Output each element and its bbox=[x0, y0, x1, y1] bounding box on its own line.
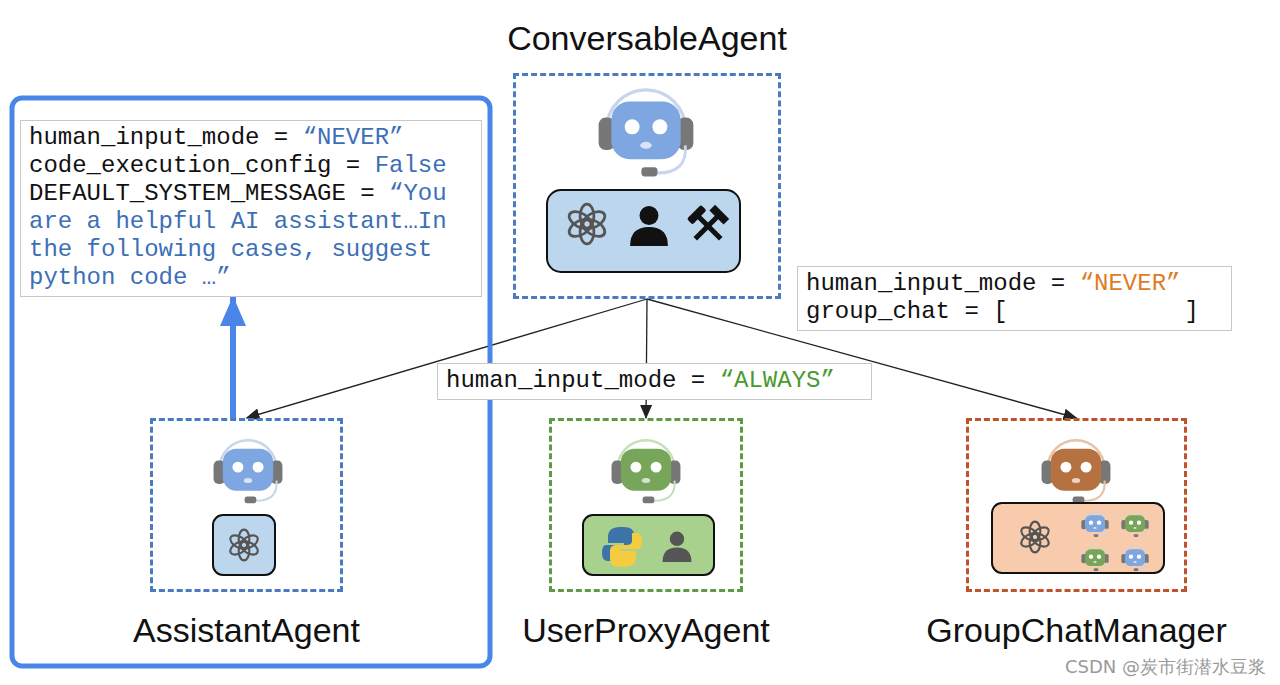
robot-icon bbox=[599, 90, 694, 177]
capability-panel bbox=[583, 515, 714, 575]
code-text: ] bbox=[1184, 298, 1198, 325]
watermark: CSDN @炭市街潜水豆浆 bbox=[1065, 655, 1266, 679]
python-icon bbox=[602, 527, 642, 567]
config-box: human_input_mode = “NEVER”code_execution_… bbox=[20, 120, 482, 297]
code-line: group_chat = [] bbox=[806, 298, 1223, 326]
code-line: code_execution_config = False bbox=[29, 152, 473, 180]
openai-icon bbox=[228, 530, 260, 561]
code-line: DEFAULT_SYSTEM_MESSAGE =“You are a helpf… bbox=[29, 180, 473, 292]
icon-gap bbox=[1022, 298, 1170, 318]
tools-icon bbox=[687, 205, 729, 246]
agent-box: AssistantAgent bbox=[150, 418, 343, 592]
highlight-frame bbox=[12, 98, 490, 666]
robot-icon bbox=[214, 440, 283, 503]
code-line: human_input_mode = “NEVER” bbox=[806, 270, 1223, 298]
agent-name: AssistantAgent bbox=[133, 611, 360, 650]
robot-icon bbox=[612, 440, 681, 503]
agent-name: UserProxyAgent bbox=[522, 611, 770, 650]
code-line: human_input_mode = “ALWAYS” bbox=[446, 367, 863, 395]
code-text: “ALWAYS” bbox=[720, 367, 835, 394]
highlight-arrow bbox=[230, 297, 236, 418]
inheritance-arrow bbox=[247, 299, 648, 418]
code-text: DEFAULT_SYSTEM_MESSAGE = bbox=[29, 180, 375, 207]
capability-panel bbox=[992, 503, 1164, 573]
openai-icon bbox=[566, 204, 607, 244]
code-text: human_input_mode = bbox=[29, 124, 288, 151]
agent-box: UserProxyAgent bbox=[549, 418, 743, 592]
agent-name: ConversableAgent bbox=[507, 19, 787, 58]
robot-icon bbox=[1121, 512, 1148, 537]
config-box: human_input_mode = “ALWAYS” bbox=[437, 363, 872, 400]
code-text: “NEVER” bbox=[1080, 270, 1181, 297]
agent-name: GroupChatManager bbox=[926, 611, 1227, 650]
code-text: human_input_mode = bbox=[806, 270, 1065, 297]
inheritance-arrow bbox=[646, 299, 647, 418]
person-icon bbox=[630, 206, 668, 246]
code-text: False bbox=[375, 152, 447, 179]
code-text: “NEVER” bbox=[303, 124, 404, 151]
robot-icon bbox=[1042, 440, 1111, 503]
person-icon bbox=[663, 532, 692, 562]
code-text: code_execution_config = bbox=[29, 152, 360, 179]
code-text: group_chat = [ bbox=[806, 298, 1008, 325]
capability-panel bbox=[547, 190, 740, 272]
code-text: human_input_mode = bbox=[446, 367, 705, 394]
agent-box: ConversableAgent bbox=[513, 73, 781, 299]
robot-icon bbox=[1121, 546, 1148, 571]
config-box: human_input_mode =“NEVER”group_chat = [] bbox=[797, 266, 1232, 331]
robot-icon bbox=[1081, 512, 1108, 537]
openai-icon bbox=[1019, 522, 1051, 553]
code-line: human_input_mode = “NEVER” bbox=[29, 124, 473, 152]
agent-box: GroupChatManager bbox=[966, 418, 1187, 592]
capability-panel bbox=[213, 515, 275, 575]
robot-icon bbox=[1081, 546, 1108, 571]
